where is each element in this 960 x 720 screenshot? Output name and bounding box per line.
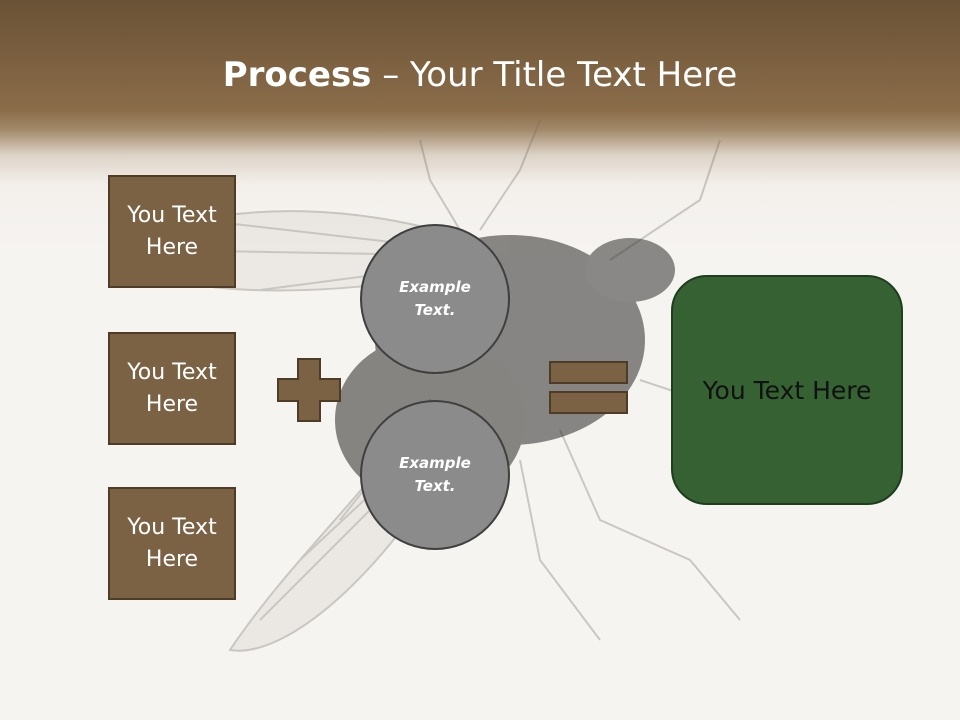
box-label-line1: You Text [127, 514, 217, 540]
box-label-line1: You Text [127, 359, 217, 385]
circle-text-line2: Text. [414, 301, 456, 319]
slide-title: Process – Your Title Text Here [0, 52, 960, 98]
circle-text-line2: Text. [414, 477, 456, 495]
circle-text-line1: Example [399, 278, 471, 296]
title-bold: Process [222, 55, 372, 95]
box-label-line2: Here [145, 391, 199, 417]
title-rest: – Your Title Text Here [371, 55, 738, 95]
circle-text-line1: Example [399, 454, 471, 472]
equals-icon [549, 361, 628, 414]
box-label-line2: Here [145, 546, 199, 572]
box-label-line1: You Text [127, 202, 217, 228]
result-box: You Text Here [671, 275, 903, 505]
plus-icon [277, 358, 341, 422]
box-label-line2: Here [145, 234, 199, 260]
result-text: You Text Here [702, 375, 872, 405]
